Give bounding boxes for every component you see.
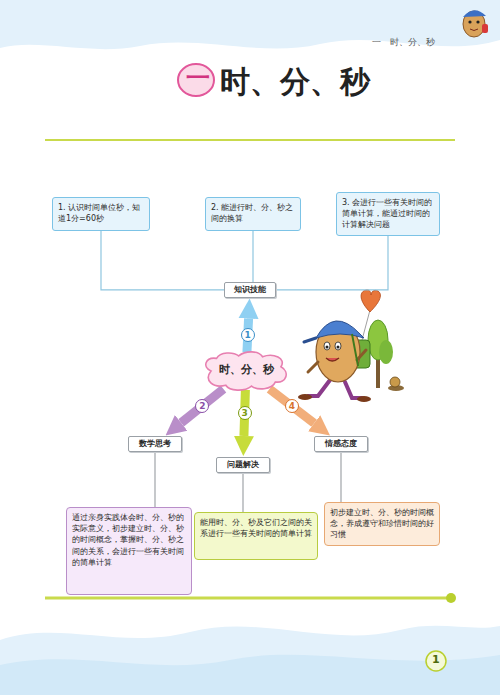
header-mascot — [463, 10, 488, 37]
callout-number: 3 — [238, 406, 252, 420]
goal-box: 能用时、分、秒及它们之间的关系进行一些有关时间的简单计算 — [194, 512, 318, 560]
category-tab: 情感态度 — [314, 436, 368, 452]
node-text: 问题解决 — [220, 460, 266, 470]
goal-box: 初步建立时、分、秒的时间概念，养成遵守和珍惜时间的好习惯 — [324, 502, 440, 546]
node-text: 情感态度 — [318, 439, 364, 449]
page-number: 1 — [432, 654, 440, 665]
connector-line — [340, 452, 341, 502]
node-text: 3. 会进行一些有关时间的简单计算，能通过时间的计算解决问题 — [342, 197, 434, 231]
page-number-circle — [426, 651, 446, 671]
top-wave — [0, 0, 500, 49]
connector-line — [101, 231, 224, 290]
running-header: 一 时、分、秒 — [372, 38, 435, 47]
category-tab: 问题解决 — [216, 457, 270, 473]
node-text: 数学思考 — [132, 439, 178, 449]
node-text: 知识技能 — [228, 285, 272, 295]
rule-dot — [446, 593, 456, 603]
node-text: 通过亲身实践体会时、分、秒的实际意义，初步建立时、分、秒的时间概念，掌握时、分、… — [72, 512, 186, 568]
category-tab: 知识技能 — [224, 282, 276, 298]
connector-line — [276, 236, 388, 290]
skill-box: 1. 认识时间单位秒，知道1分=60秒 — [52, 197, 150, 231]
node-text: 1. 认识时间单位秒，知道1分=60秒 — [58, 202, 144, 224]
page-title: 时、分、秒 — [220, 62, 370, 103]
callout-number: 2 — [195, 399, 209, 413]
connector-line — [242, 473, 243, 512]
connector-line — [154, 452, 155, 507]
snail — [388, 377, 404, 391]
connector-line — [252, 231, 253, 282]
direction-arrow — [181, 389, 223, 423]
node-text: 初步建立时、分、秒的时间概念，养成遵守和珍惜时间的好习惯 — [330, 507, 434, 541]
bottom-wave — [0, 626, 500, 695]
goal-box: 通过亲身实践体会时、分、秒的实际意义，初步建立时、分、秒的时间概念，掌握时、分、… — [66, 507, 192, 595]
category-tab: 数学思考 — [128, 436, 182, 452]
title-badge — [178, 64, 214, 96]
skill-box: 3. 会进行一些有关时间的简单计算，能通过时间的计算解决问题 — [336, 192, 440, 236]
bottom-wave-2 — [0, 655, 500, 695]
topic-cloud: 时、分、秒 — [200, 350, 292, 392]
skill-box: 2. 能进行时、分、秒之间的换算 — [205, 197, 301, 231]
top-rule — [45, 139, 455, 141]
node-text: 时、分、秒 — [208, 362, 284, 377]
tree — [368, 320, 393, 388]
direction-arrow — [270, 389, 315, 423]
egg-character — [298, 321, 371, 402]
node-text: 能用时、分、秒及它们之间的关系进行一些有关时间的简单计算 — [200, 517, 312, 539]
node-text: 2. 能进行时、分、秒之间的换算 — [211, 202, 295, 224]
callout-number: 4 — [285, 399, 299, 413]
heart-balloon — [361, 290, 380, 340]
chapter-badge: 一 — [186, 66, 210, 90]
bottom-rule — [45, 597, 447, 600]
callout-number: 1 — [241, 328, 255, 342]
